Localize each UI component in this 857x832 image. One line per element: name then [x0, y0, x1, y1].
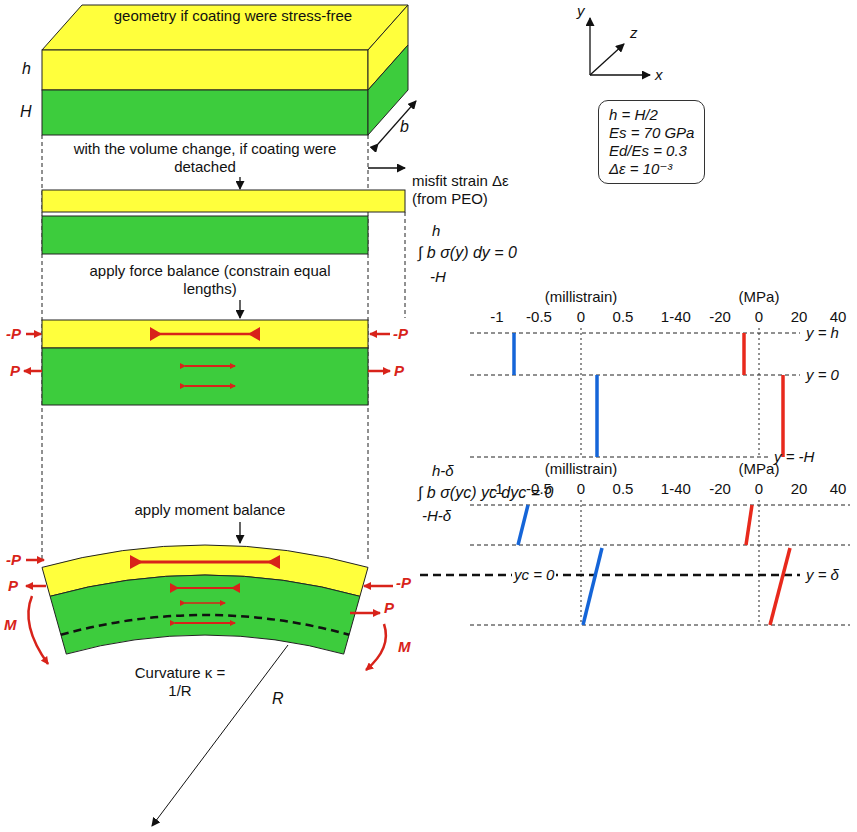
diagram-label: misfit strain Δε (from PEO)	[412, 172, 527, 208]
force-arrows	[24, 334, 390, 371]
diagram-label: y = 0	[806, 366, 839, 384]
parameter-box: h = H/2Es = 70 GPaEd/Es = 0.3Δε = 10⁻³	[598, 100, 705, 184]
internal-stress-arrows	[150, 327, 260, 386]
bent-block	[42, 545, 368, 654]
diagram-label: (MPa)	[739, 288, 780, 306]
diagram-label: P	[10, 362, 20, 380]
diagram-label: -20	[709, 480, 731, 498]
diagram-label: Curvature κ = 1/R	[125, 664, 235, 700]
diagram-label: -1	[490, 480, 503, 498]
diagram-label: P	[384, 599, 394, 617]
chart-gridlines	[470, 328, 800, 457]
diagram-label: h-δ	[432, 462, 454, 480]
diagram-label: (millistrain)	[545, 288, 618, 306]
node-text: Δε = 10⁻³	[609, 160, 694, 178]
diagram-label: h	[432, 222, 440, 240]
stress-free-slab	[42, 5, 408, 135]
bending-stress-arrows	[130, 555, 280, 623]
profiles	[514, 333, 783, 457]
diagram-label: M	[398, 638, 411, 656]
diagram-label: R	[272, 690, 284, 708]
diagram-label: 20	[791, 480, 808, 498]
diagram-label: apply moment balance	[135, 501, 286, 519]
diagram-label: 40	[830, 480, 847, 498]
force-balance-block	[42, 320, 368, 405]
diagram-label: -P	[393, 325, 408, 343]
diagram-label: P	[8, 577, 18, 595]
diagram-label: -0.5	[526, 308, 552, 326]
detached-coating	[42, 190, 405, 212]
detached-substrate	[42, 216, 368, 254]
diagram-label: 0.5	[613, 480, 634, 498]
diagram-label: -0.5	[526, 480, 552, 498]
coating-layer: geometry if coating were stress-free	[108, 7, 358, 25]
diagram-label: -H-δ	[422, 507, 451, 525]
diagram-label: M	[4, 616, 17, 634]
diagram-label: -1	[490, 308, 503, 326]
diagram-label: 1	[661, 480, 669, 498]
diagram-label: -P	[6, 551, 21, 569]
diagram-label: y	[577, 2, 585, 20]
diagram-label: 1	[661, 308, 669, 326]
diagram-label: y = δ	[806, 566, 839, 584]
diagram-label: yc = 0	[512, 566, 556, 584]
node-text: Es = 70 GPa	[609, 124, 694, 142]
diagram-label: h	[22, 60, 31, 78]
diagram-label: y = h	[806, 324, 839, 342]
diagram-label: 20	[791, 308, 808, 326]
diagram-label: -P	[396, 574, 411, 592]
diagram-label: x	[655, 66, 663, 84]
diagram-label: -40	[669, 308, 691, 326]
bent-chart-gridlines	[420, 500, 850, 625]
bent-force-arrows	[26, 560, 393, 670]
diagram-label: 0	[755, 480, 763, 498]
diagram-label: -40	[669, 480, 691, 498]
diagram-label: P	[394, 362, 404, 380]
node-text: h = H/2	[609, 106, 694, 124]
diagram-label: 0.5	[613, 308, 634, 326]
node-text: geometry if coating were stress-free	[108, 7, 358, 25]
diagram-label: (MPa)	[739, 460, 780, 478]
diagram-label: H	[20, 103, 32, 121]
diagram-label: with the volume change, if coating were …	[55, 140, 355, 176]
bent-profiles	[518, 505, 790, 625]
diagram-label: -P	[6, 325, 21, 343]
node-text: Ed/Es = 0.3	[609, 142, 694, 160]
diagram-label: z	[630, 24, 638, 42]
diagram-label: 40	[830, 308, 847, 326]
width-dimension	[378, 101, 416, 144]
axes	[590, 18, 650, 75]
diagram-label: apply force balance (constrain equal len…	[85, 262, 335, 298]
diagram-label: -20	[709, 308, 731, 326]
diagram-label: 0	[577, 308, 585, 326]
diagram-label: (millistrain)	[545, 460, 618, 478]
diagram-label: b	[400, 118, 409, 136]
diagram-label: 0	[577, 480, 585, 498]
diagram-label: -H	[430, 268, 446, 286]
diagram-label: ∫ b σ(y) dy = 0	[418, 244, 517, 262]
diagram-label: y = -H	[774, 448, 814, 466]
guide-lines	[42, 135, 405, 560]
diagram-label: 0	[755, 308, 763, 326]
